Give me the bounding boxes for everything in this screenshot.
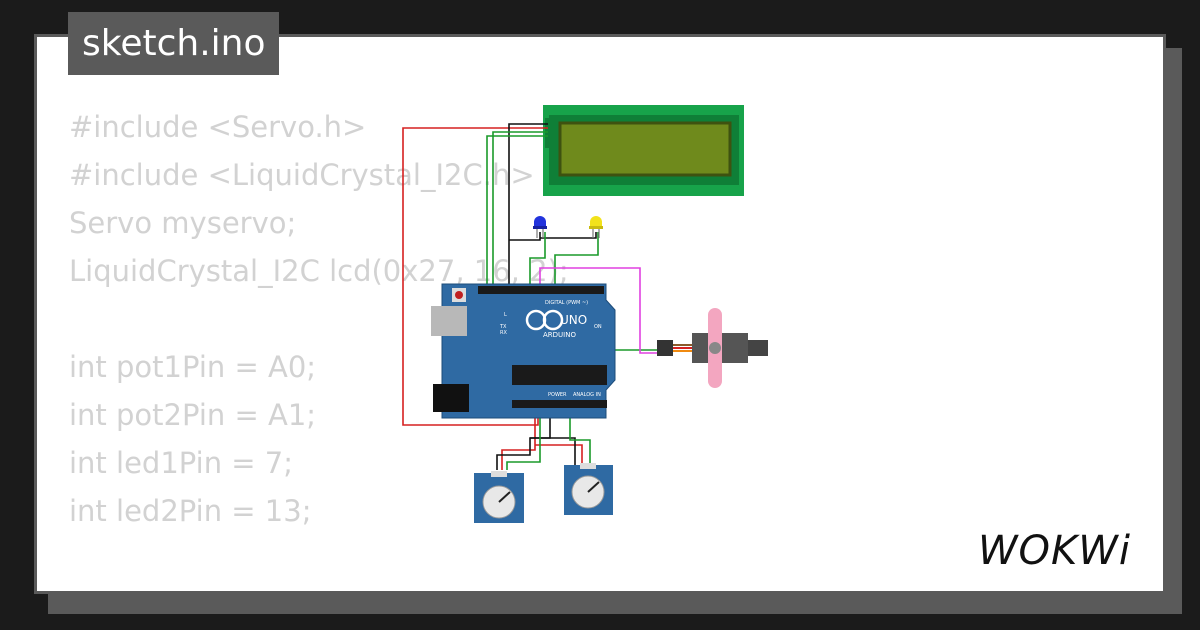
wire-black-pot2	[530, 437, 576, 465]
wokwi-logo: WOKWi	[978, 528, 1131, 574]
servo-connector	[657, 340, 673, 356]
wire-red-pot2	[535, 444, 583, 465]
lcd-display[interactable]	[543, 105, 744, 196]
code-line: int led2Pin = 13;	[69, 494, 312, 528]
on-label: ON	[594, 324, 602, 330]
power-jack	[433, 384, 469, 412]
wire-green-led1	[529, 232, 546, 292]
arduino-logo-right	[542, 309, 564, 331]
code-line: #include <LiquidCrystal_I2C.h>	[69, 158, 535, 192]
wire-green-led2	[554, 232, 599, 292]
board-model: UNO	[560, 313, 587, 327]
wire-green-pot2	[569, 408, 591, 465]
wire-black-led2	[540, 232, 597, 239]
led-blue[interactable]	[533, 216, 547, 238]
code-line: int pot1Pin = A0;	[69, 350, 317, 384]
l-label: L	[504, 312, 507, 318]
code-line: #include <Servo.h>	[69, 110, 367, 144]
code-preview: #include <Servo.h> #include <LiquidCrysta…	[69, 103, 569, 591]
wire-green-sda	[492, 131, 548, 292]
analog-header	[512, 400, 607, 408]
potentiometer-1[interactable]	[474, 471, 524, 523]
digital-label: DIGITAL (PWM ~)	[545, 300, 588, 306]
wire-magenta-servo	[539, 267, 662, 354]
code-line: LiquidCrystal_I2C lcd(0x27, 16, 2);	[69, 254, 569, 288]
wire-black-gnd-lcd	[508, 123, 548, 292]
analog-label: ANALOG IN	[573, 392, 601, 398]
tx-label: TX	[499, 324, 507, 330]
code-line: Servo myservo;	[69, 206, 297, 240]
code-line: int pot1Value, pot2Value;	[69, 583, 569, 591]
code-line: int pot2Pin = A1;	[69, 398, 317, 432]
file-title-tab: sketch.ino	[68, 12, 280, 75]
code-line: int led1Pin = 7;	[69, 446, 294, 480]
wire-black-led1	[509, 232, 541, 241]
potentiometer-2[interactable]	[564, 463, 613, 515]
board-vendor: ARDUINO	[543, 331, 576, 339]
rx-label: RX	[500, 330, 507, 336]
wire-green-scl	[486, 135, 548, 292]
led-yellow[interactable]	[589, 216, 603, 238]
wire-red-pot1	[501, 410, 536, 470]
usb-port	[431, 306, 467, 336]
power-label: POWER	[548, 392, 567, 398]
servo-motor[interactable]	[657, 308, 768, 388]
arduino-uno-board[interactable]: ARDUINO UNO DIGITAL (PWM ~) POWER ANALOG…	[431, 283, 616, 419]
digital-header	[478, 286, 604, 294]
atmega-chip	[512, 365, 607, 385]
